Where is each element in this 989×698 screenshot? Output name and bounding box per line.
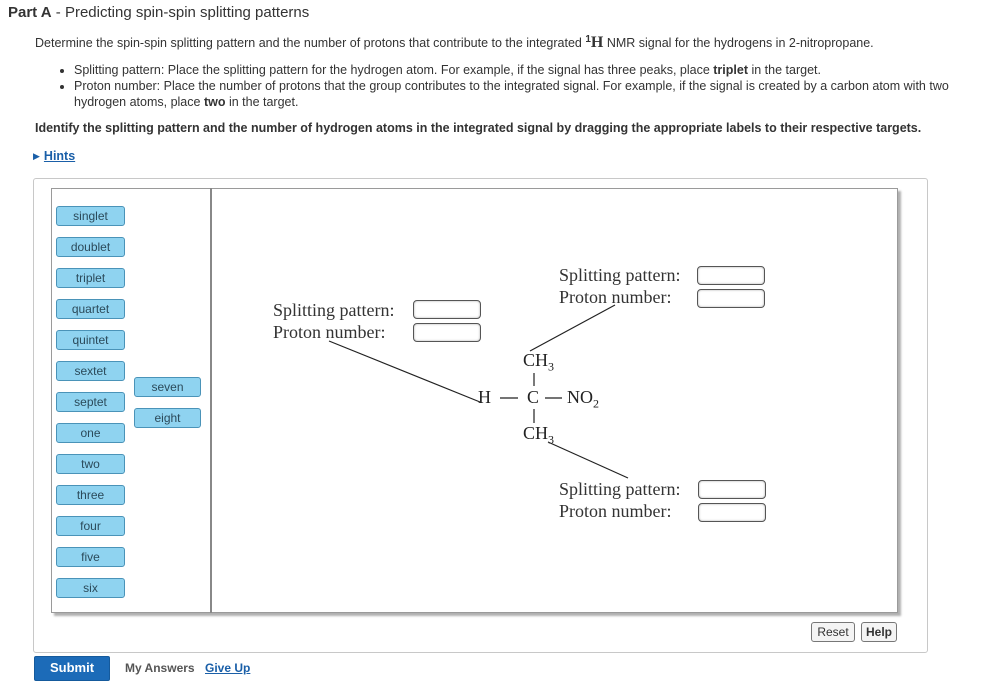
drag-drop-panel xyxy=(51,188,898,613)
help-button[interactable]: Help xyxy=(861,622,897,642)
no2-subscript: 2 xyxy=(593,396,599,411)
hints-toggle[interactable]: ▶Hints xyxy=(33,149,75,163)
target-ch-splitting-label: Splitting pattern: xyxy=(273,300,395,320)
reset-button[interactable]: Reset xyxy=(811,622,855,642)
target-ch3-bottom-splitting-drop[interactable] xyxy=(698,480,766,499)
part-title-text: Predicting spin-spin splitting patterns xyxy=(64,4,310,21)
leader-line-top xyxy=(529,304,616,352)
ch3-top-subscript: 3 xyxy=(548,359,555,374)
label-eight[interactable]: eight xyxy=(134,408,201,428)
label-seven[interactable]: seven xyxy=(134,377,201,397)
label-singlet[interactable]: singlet xyxy=(56,206,125,226)
my-answers-label: My Answers xyxy=(125,661,195,675)
nitro-group: NO2 xyxy=(567,387,599,412)
part-label: Part A xyxy=(8,4,52,21)
give-up-link[interactable]: Give Up xyxy=(205,661,251,675)
identify-instruction: Identify the splitting pattern and the n… xyxy=(35,121,922,135)
target-ch3-top-proton-label: Proton number: xyxy=(559,287,672,307)
label-three[interactable]: three xyxy=(56,485,125,505)
submit-button[interactable]: Submit xyxy=(34,656,110,681)
label-septet[interactable]: septet xyxy=(56,392,125,412)
part-title: Part A - Predicting spin-spin splitting … xyxy=(8,4,309,21)
hints-link[interactable]: Hints xyxy=(43,149,76,163)
label-six[interactable]: six xyxy=(56,578,125,598)
label-one[interactable]: one xyxy=(56,423,125,443)
target-ch3-top-splitting-drop[interactable] xyxy=(697,266,765,285)
instruction-text: Proton number: Place the number of proto… xyxy=(74,79,949,109)
target-ch3-bottom-proton-drop[interactable] xyxy=(698,503,766,522)
ch3-top-text: CH xyxy=(523,350,549,370)
caret-right-icon: ▶ xyxy=(33,151,40,161)
central-carbon: C xyxy=(527,387,540,407)
question-before: Determine the spin-spin splitting patter… xyxy=(35,36,586,51)
ch3-top-group: CH3 xyxy=(523,350,554,375)
label-sextet[interactable]: sextet xyxy=(56,361,125,381)
instruction-proton: Proton number: Place the number of proto… xyxy=(74,78,954,110)
instruction-bold: two xyxy=(203,95,226,109)
label-quartet[interactable]: quartet xyxy=(56,299,125,319)
nmr-letter: H xyxy=(590,34,604,52)
hydrogen-atom: H xyxy=(478,387,491,407)
target-ch-splitting-drop[interactable] xyxy=(413,300,481,319)
target-ch-proton-label: Proton number: xyxy=(273,322,386,342)
ch3-bottom-subscript: 3 xyxy=(548,432,555,447)
target-ch-proton-drop[interactable] xyxy=(413,323,481,342)
label-bank-divider xyxy=(210,188,212,613)
instruction-splitting: Splitting pattern: Place the splitting p… xyxy=(74,62,954,78)
instruction-text: in the target. xyxy=(748,63,821,77)
instruction-bold: triplet xyxy=(713,63,748,77)
target-ch3-bottom-proton-label: Proton number: xyxy=(559,501,672,521)
target-ch3-top-proton-drop[interactable] xyxy=(697,289,765,308)
leader-line-bottom xyxy=(547,441,629,479)
label-triplet[interactable]: triplet xyxy=(56,268,125,288)
label-two[interactable]: two xyxy=(56,454,125,474)
label-quintet[interactable]: quintet xyxy=(56,330,125,350)
target-ch3-top-splitting-label: Splitting pattern: xyxy=(559,265,681,285)
no2-text: NO xyxy=(567,387,593,407)
target-ch3-bottom-splitting-label: Splitting pattern: xyxy=(559,479,681,499)
label-doublet[interactable]: doublet xyxy=(56,237,125,257)
question-after: NMR signal for the hydrogens in 2-nitrop… xyxy=(603,36,874,51)
nmr-superscript: 1 xyxy=(585,34,591,45)
label-four[interactable]: four xyxy=(56,516,125,536)
instruction-text: Splitting pattern: Place the splitting p… xyxy=(74,63,714,77)
leader-line-left xyxy=(328,340,481,403)
instructions-list: Splitting pattern: Place the splitting p… xyxy=(34,62,954,110)
instruction-text: in the target. xyxy=(225,95,299,109)
question-text: Determine the spin-spin splitting patter… xyxy=(35,34,874,52)
ch3-bottom-group: CH3 xyxy=(523,423,554,448)
label-five[interactable]: five xyxy=(56,547,125,567)
part-separator: - xyxy=(51,4,65,21)
ch3-bottom-text: CH xyxy=(523,423,549,443)
